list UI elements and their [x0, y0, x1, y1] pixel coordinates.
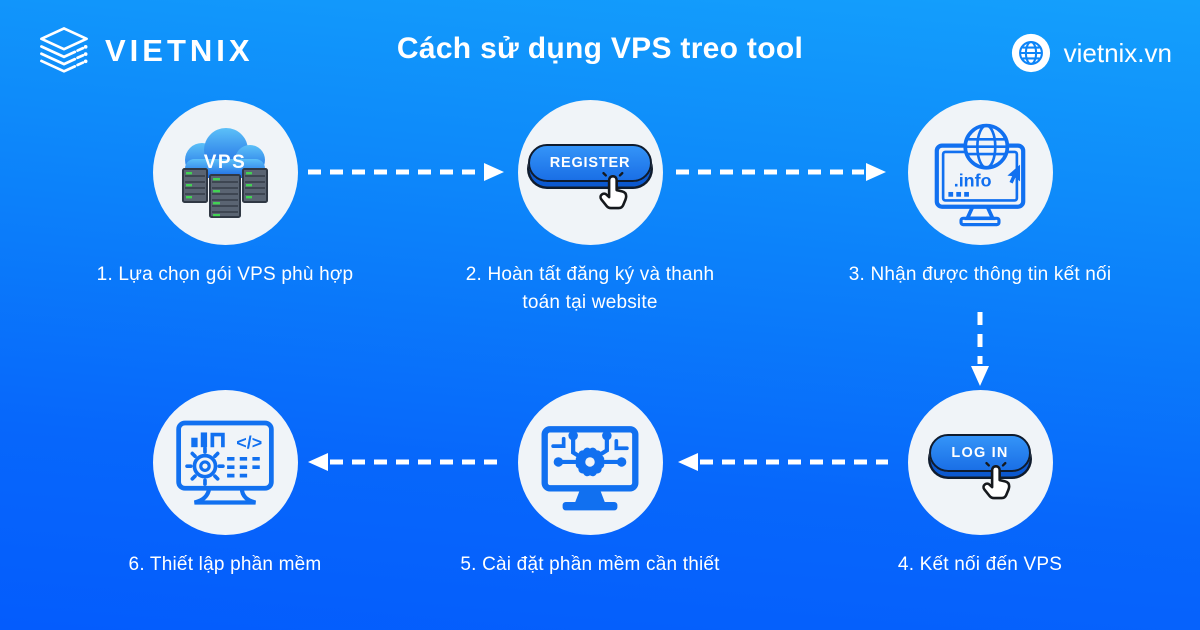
vietnix-logo: VIETNIX	[36, 24, 254, 78]
step-6-circle: </>	[152, 390, 298, 535]
step-1-label: 1. Lựa chọn gói VPS phù hợp	[96, 264, 354, 285]
hand-cursor-icon	[599, 171, 628, 210]
circuit-nodes	[553, 430, 627, 467]
register-button-icon: REGISTER	[527, 143, 653, 182]
server-racks	[182, 167, 268, 218]
vps-cloud-servers-icon: VPS	[182, 127, 268, 218]
monitor-stand	[959, 205, 1001, 226]
website-badge: vietnix.vn	[1011, 33, 1172, 73]
step-1-circle: VPS	[152, 100, 298, 245]
step-1: VPS	[75, 100, 375, 289]
mini-bars	[191, 431, 225, 447]
monitor-stand	[193, 487, 257, 505]
login-button-icon: LOG IN	[929, 433, 1031, 472]
text-lines	[227, 456, 264, 477]
globe	[963, 123, 1010, 170]
step-6: </> 6. Thiết lập phần mềm	[75, 390, 375, 579]
step-5: 5. Cài đặt phần mềm cần thiết	[440, 390, 740, 579]
monitor-code-gear-icon: </>	[176, 420, 274, 505]
step-6-label: 6. Thiết lập phần mềm	[128, 554, 322, 575]
vps-cloud-label: VPS	[204, 152, 247, 173]
arrow-step1-to-step2	[308, 163, 504, 181]
page-title: Cách sử dụng VPS treo tool	[396, 32, 804, 65]
step-3-circle: .info	[907, 100, 1053, 245]
arrow-step5-to-step6	[308, 453, 504, 471]
arrow-step2-to-step3	[676, 163, 886, 181]
step-4-label: 4. Kết nối đến VPS	[897, 554, 1063, 575]
step-2-label: 2. Hoàn tất đăng ký và thanh toán tại we…	[465, 264, 715, 313]
step-4-circle: LOG IN	[907, 390, 1053, 535]
step-2: REGISTER 2. Hoàn tất đăng ký và thanh to…	[440, 100, 740, 316]
step-2-circle: REGISTER	[517, 100, 663, 245]
gear-outline	[185, 445, 225, 486]
hand-cursor-icon	[982, 461, 1011, 500]
arrow-step4-to-step5	[678, 453, 888, 471]
gear	[575, 447, 605, 476]
stacked-layers-icon	[40, 27, 88, 73]
monitor-gear-circuit-icon	[541, 425, 639, 510]
monitor-stand	[562, 487, 618, 510]
code-tag-label: </>	[236, 432, 262, 452]
brand-text: VIETNIX	[105, 33, 254, 68]
step-3-label: 3. Nhận được thông tin kết nối	[848, 264, 1112, 285]
monitor-globe-info-icon: .info	[934, 123, 1026, 226]
arrow-step3-to-step4	[971, 312, 989, 386]
globe-icon	[1011, 33, 1050, 73]
ellipsis-dots	[948, 191, 969, 197]
cursor-arrow-icon	[1007, 164, 1021, 184]
step-3: .info 3. Nhận được thông tin kết nối	[810, 100, 1150, 289]
website-url: vietnix.vn	[1063, 37, 1172, 68]
info-domain-label: .info	[954, 170, 992, 190]
step-5-label: 5. Cài đặt phần mềm cần thiết	[460, 554, 720, 575]
step-5-circle	[517, 390, 663, 535]
step-4: LOG IN 4. Kết nối đến VPS	[830, 390, 1130, 579]
